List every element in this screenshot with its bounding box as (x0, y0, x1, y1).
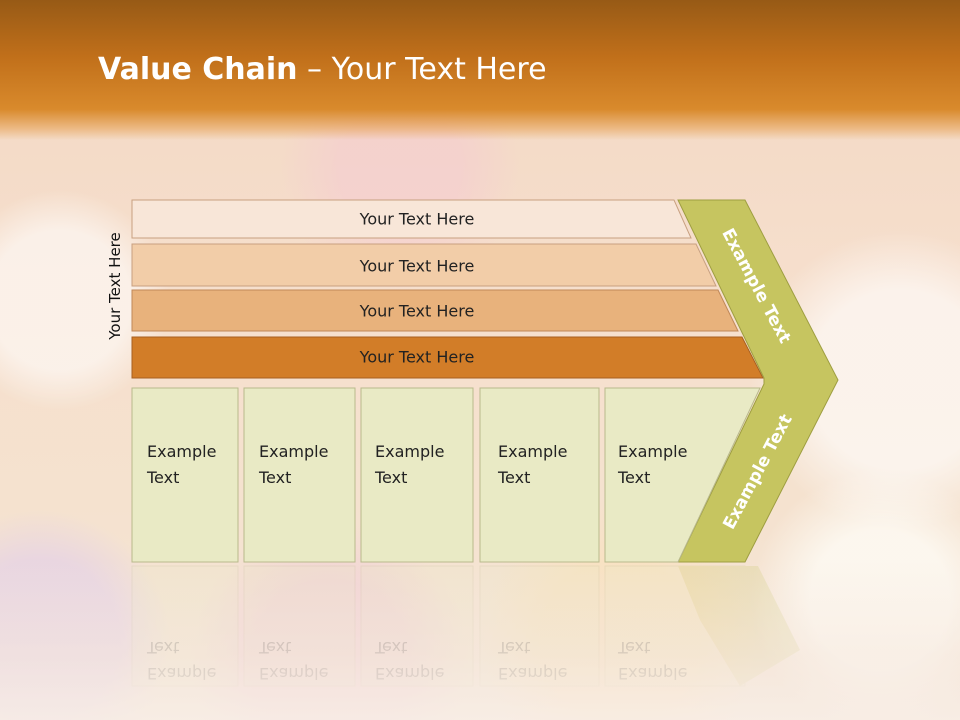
title-rest: – Your Text Here (297, 52, 547, 87)
band-2[interactable] (131, 243, 717, 287)
band-3-label: Your Text Here (359, 301, 475, 321)
slide-title[interactable]: Value Chain – Your Text Here (98, 52, 547, 87)
box-2[interactable] (243, 387, 356, 563)
band-1[interactable] (131, 199, 692, 239)
header-bar (0, 0, 960, 140)
band-1-label: Your Text Here (359, 209, 475, 229)
band-3[interactable] (131, 289, 739, 332)
title-bold: Value Chain (98, 52, 298, 87)
box-4[interactable] (479, 387, 600, 563)
band-4[interactable] (131, 336, 764, 379)
box-3[interactable] (360, 387, 474, 563)
band-4-label: Your Text Here (359, 347, 475, 367)
band-2-label: Your Text Here (359, 256, 475, 276)
bottom-fade-overlay (0, 560, 960, 720)
box-1[interactable] (131, 387, 239, 563)
